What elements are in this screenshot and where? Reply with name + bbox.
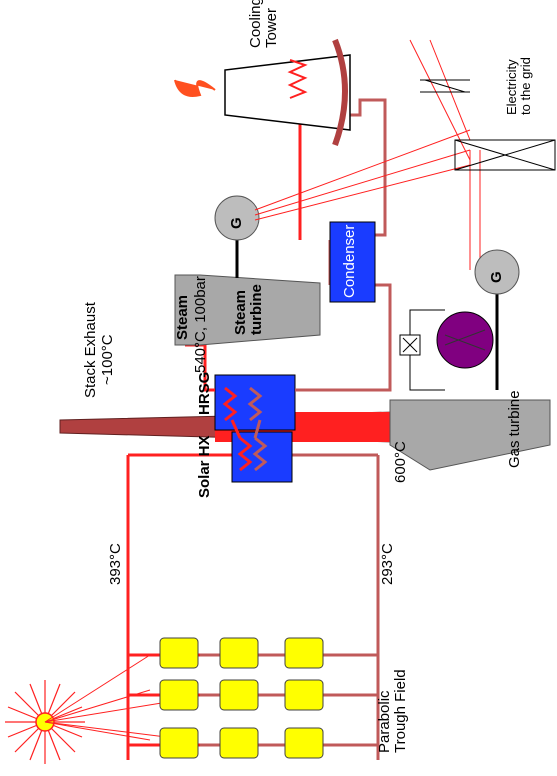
condenser-label: Condenser (341, 224, 358, 298)
hrsg-label: HRSG (196, 371, 213, 415)
stack-exhaust-label: Stack Exhaust (82, 302, 99, 398)
trough-field-label: Parabolic Trough Field (376, 669, 409, 753)
cooling-tower (174, 38, 351, 147)
generator-label: G (228, 217, 245, 229)
solar-hx-label: Solar HX (196, 435, 213, 498)
trough-collector (159, 637, 324, 669)
gas-turbine-label: Gas turbine (506, 390, 523, 468)
steam-label: Steam (174, 294, 191, 340)
steam-conditions-label: 540°C, 100bar (192, 276, 209, 373)
compressor (436, 311, 494, 369)
electricity-label: Electricity to the grid (504, 57, 533, 115)
trough-collectors (159, 637, 324, 759)
generator-gas (474, 249, 520, 295)
generator-steam (214, 195, 260, 241)
hx-coils (222, 386, 268, 472)
generator-gas-label: G (488, 271, 505, 283)
temp-600-label: 600°C (392, 441, 409, 483)
trough-hot-header (126, 453, 240, 760)
transmission-tower-icon (420, 79, 556, 171)
cooling-tower-label: Cooling Tower (247, 0, 280, 48)
gas-turbine-body (389, 399, 551, 471)
steam-turbine-label: Steam turbine (232, 284, 265, 335)
condenser-box (329, 221, 376, 303)
trough-cold-header (260, 453, 380, 760)
trough-collector (159, 679, 324, 711)
temp-393-label: 393°C (107, 543, 124, 585)
steam-turbine (174, 274, 321, 346)
stack-temp-label: ~100°C (99, 334, 116, 385)
sun-icon (5, 680, 85, 764)
trough-collector (159, 727, 324, 759)
temp-293-label: 293°C (379, 543, 396, 585)
steam-pipes (185, 98, 392, 392)
